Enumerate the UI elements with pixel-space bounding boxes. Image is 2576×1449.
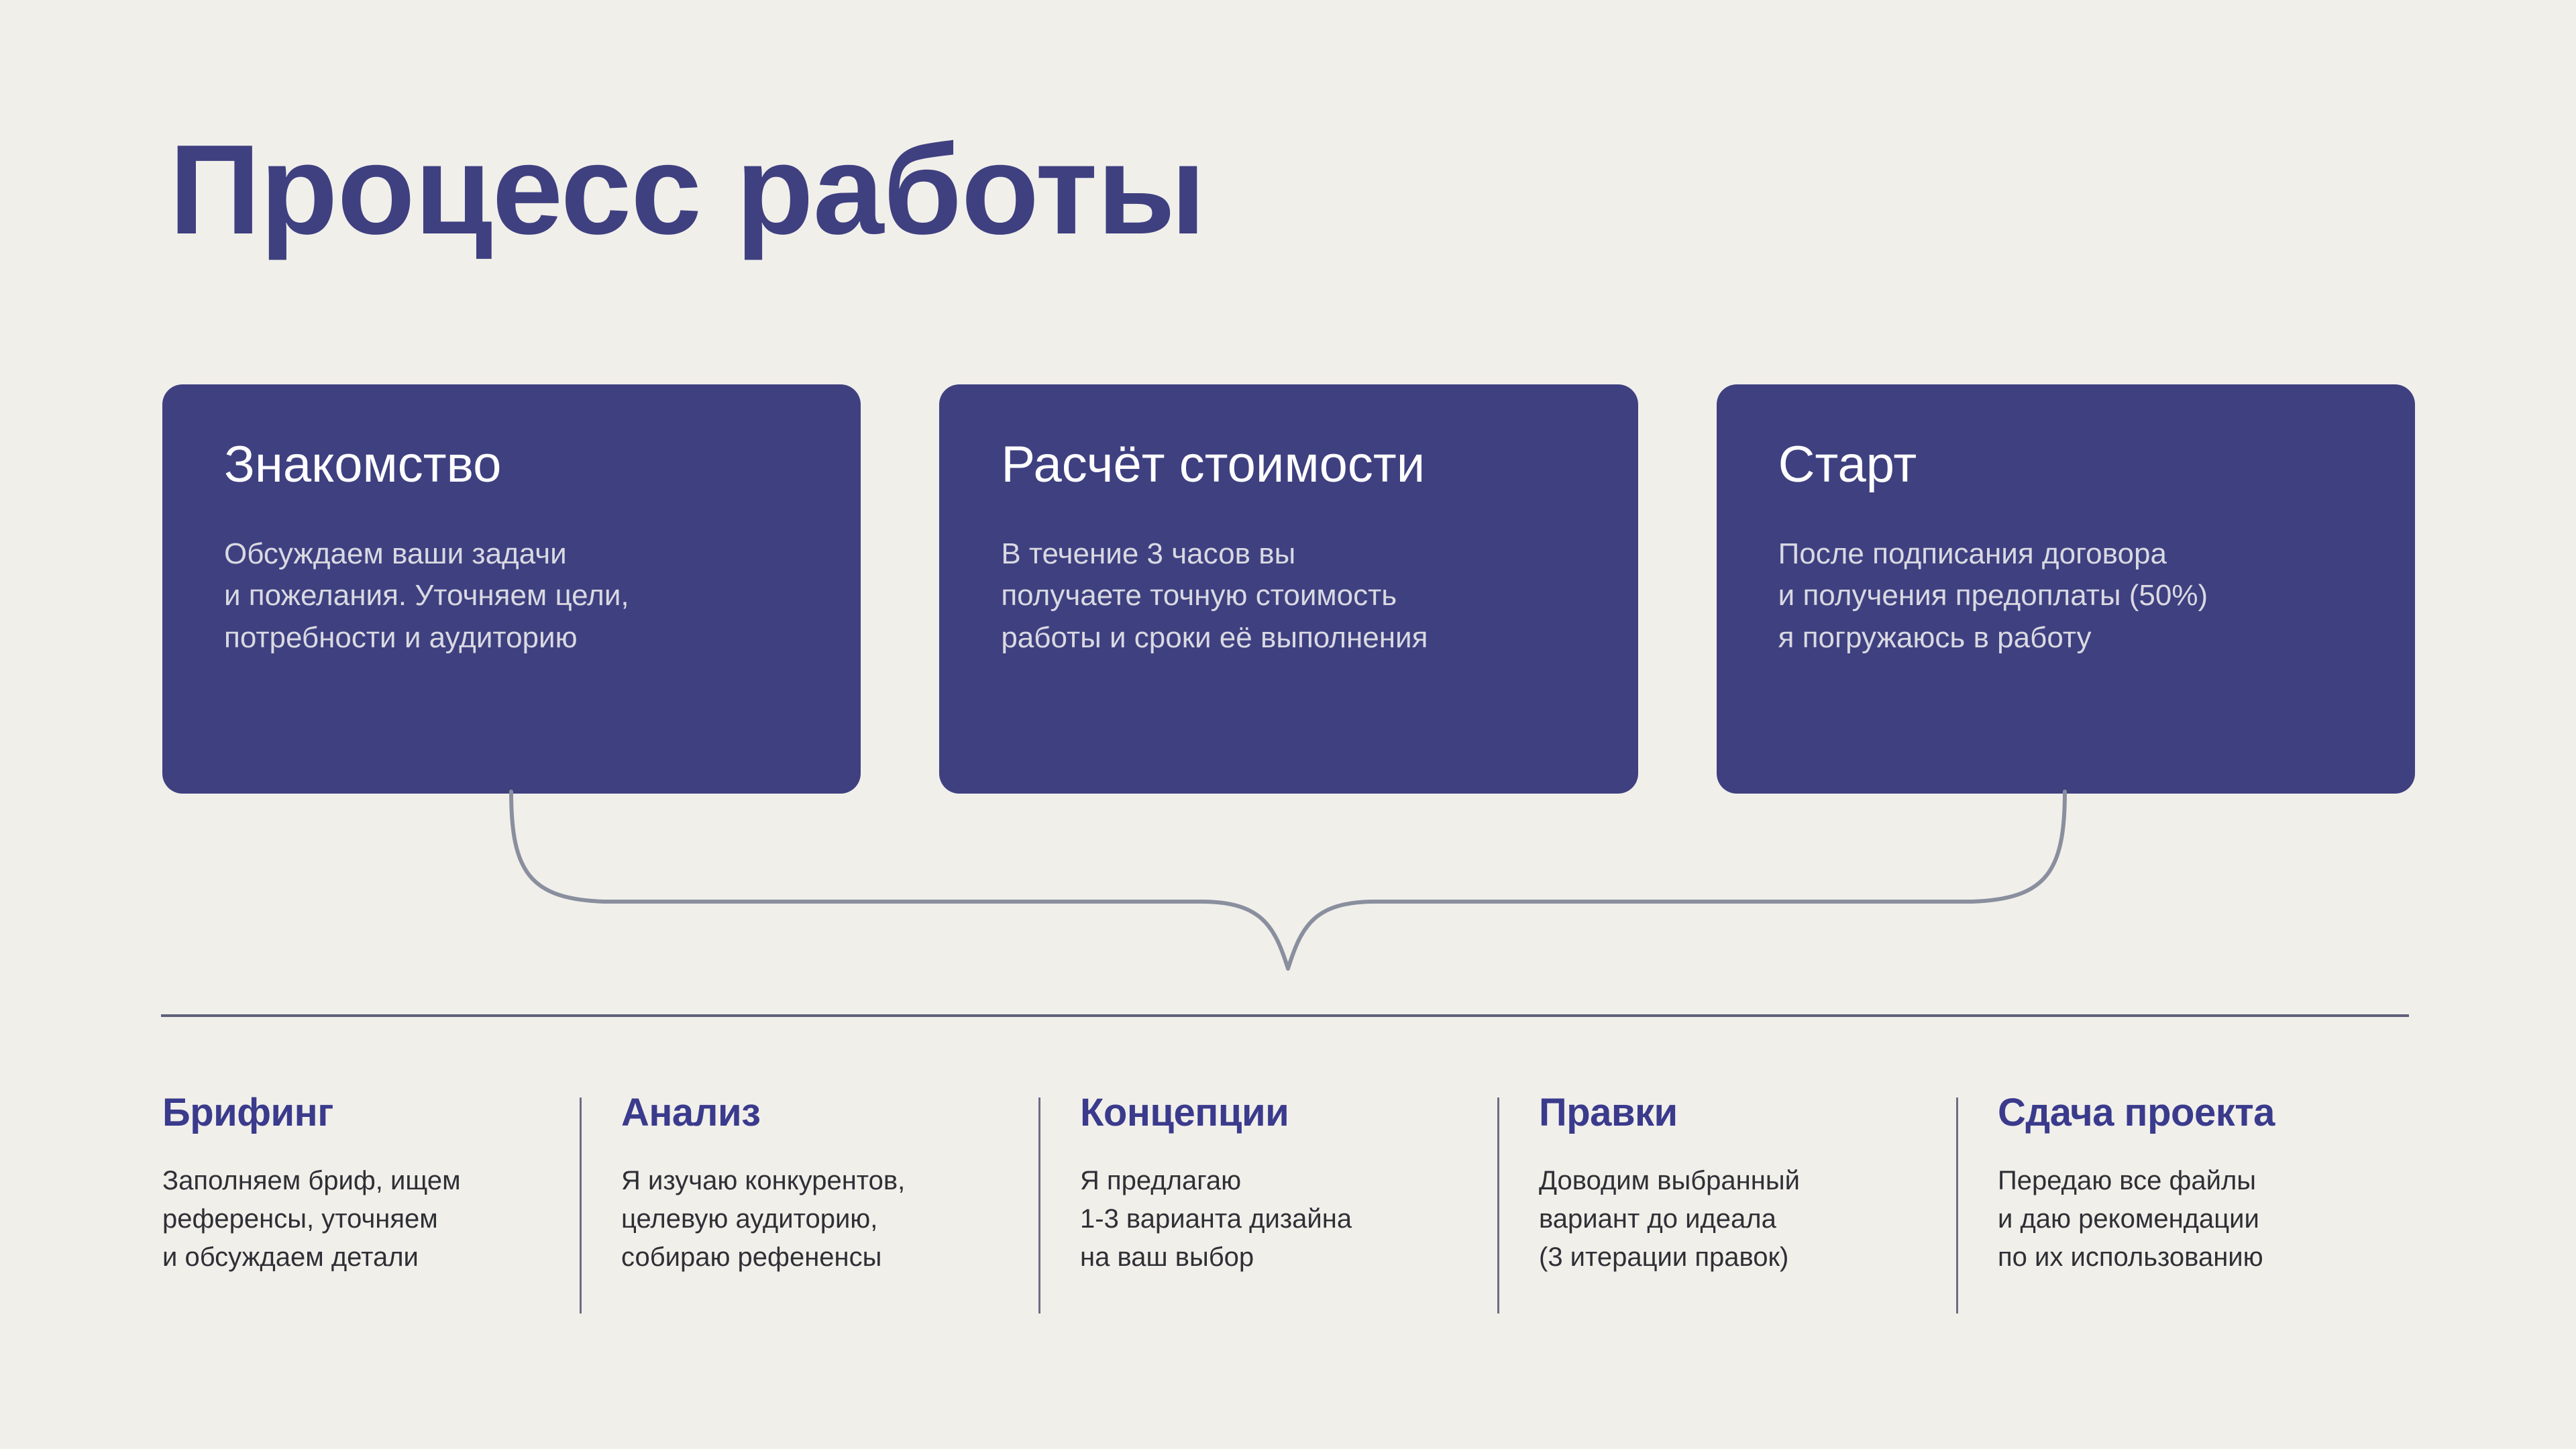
stage-column-4-title: Правки bbox=[1539, 1091, 1678, 1134]
stage-column-1: Брифинг Заполняем бриф, ищем референсы, … bbox=[162, 1093, 580, 1322]
column-separator bbox=[580, 1097, 582, 1313]
stage-column-4: Правки Доводим выбранный вариант до идеа… bbox=[1497, 1093, 1956, 1322]
curly-brace-down-icon bbox=[509, 790, 2067, 971]
stage-column-1-title: Брифинг bbox=[162, 1091, 333, 1134]
stage-columns: Брифинг Заполняем бриф, ищем референсы, … bbox=[162, 1093, 2415, 1322]
step-card-1: Знакомство Обсуждаем ваши задачи и пожел… bbox=[162, 384, 861, 794]
step-card-3: Старт После подписания договора и получе… bbox=[1716, 384, 2415, 794]
step-card-3-title: Старт bbox=[1778, 436, 1917, 493]
stage-column-1-description: Заполняем бриф, ищем референсы, уточняем… bbox=[162, 1166, 461, 1272]
brace-connector bbox=[0, 771, 2576, 1000]
step-card-3-description: После подписания договора и получения пр… bbox=[1778, 537, 2208, 654]
stage-column-2-description: Я изучаю конкурентов, целевую аудиторию,… bbox=[621, 1166, 906, 1272]
step-card-2: Расчёт стоимости В течение 3 часов вы по… bbox=[939, 384, 1638, 794]
stage-column-3-title: Концепции bbox=[1080, 1091, 1289, 1134]
stage-column-3: Концепции Я предлагаю 1-3 варианта дизай… bbox=[1038, 1093, 1497, 1322]
stage-column-4-description: Доводим выбранный вариант до идеала (3 и… bbox=[1539, 1166, 1800, 1272]
column-separator bbox=[1956, 1097, 1958, 1313]
column-separator bbox=[1038, 1097, 1040, 1313]
stage-column-2-title: Анализ bbox=[621, 1091, 761, 1134]
step-card-1-title: Знакомство bbox=[224, 436, 502, 493]
step-card-2-description: В течение 3 часов вы получаете точную ст… bbox=[1001, 537, 1428, 654]
process-step-cards: Знакомство Обсуждаем ваши задачи и пожел… bbox=[162, 384, 2415, 794]
stage-column-5: Сдача проекта Передаю все файлы и даю ре… bbox=[1956, 1093, 2415, 1322]
section-divider bbox=[161, 1014, 2409, 1017]
stage-column-5-description: Передаю все файлы и даю рекомендации по … bbox=[1998, 1166, 2263, 1272]
step-card-2-title: Расчёт стоимости bbox=[1001, 436, 1426, 493]
page-title: Процесс работы bbox=[169, 119, 1206, 261]
stage-column-5-title: Сдача проекта bbox=[1998, 1091, 2275, 1134]
column-separator bbox=[1497, 1097, 1499, 1313]
stage-column-2: Анализ Я изучаю конкурентов, целевую ауд… bbox=[580, 1093, 1038, 1322]
step-card-1-description: Обсуждаем ваши задачи и пожелания. Уточн… bbox=[224, 537, 629, 654]
stage-column-3-description: Я предлагаю 1-3 варианта дизайна на ваш … bbox=[1080, 1166, 1352, 1272]
